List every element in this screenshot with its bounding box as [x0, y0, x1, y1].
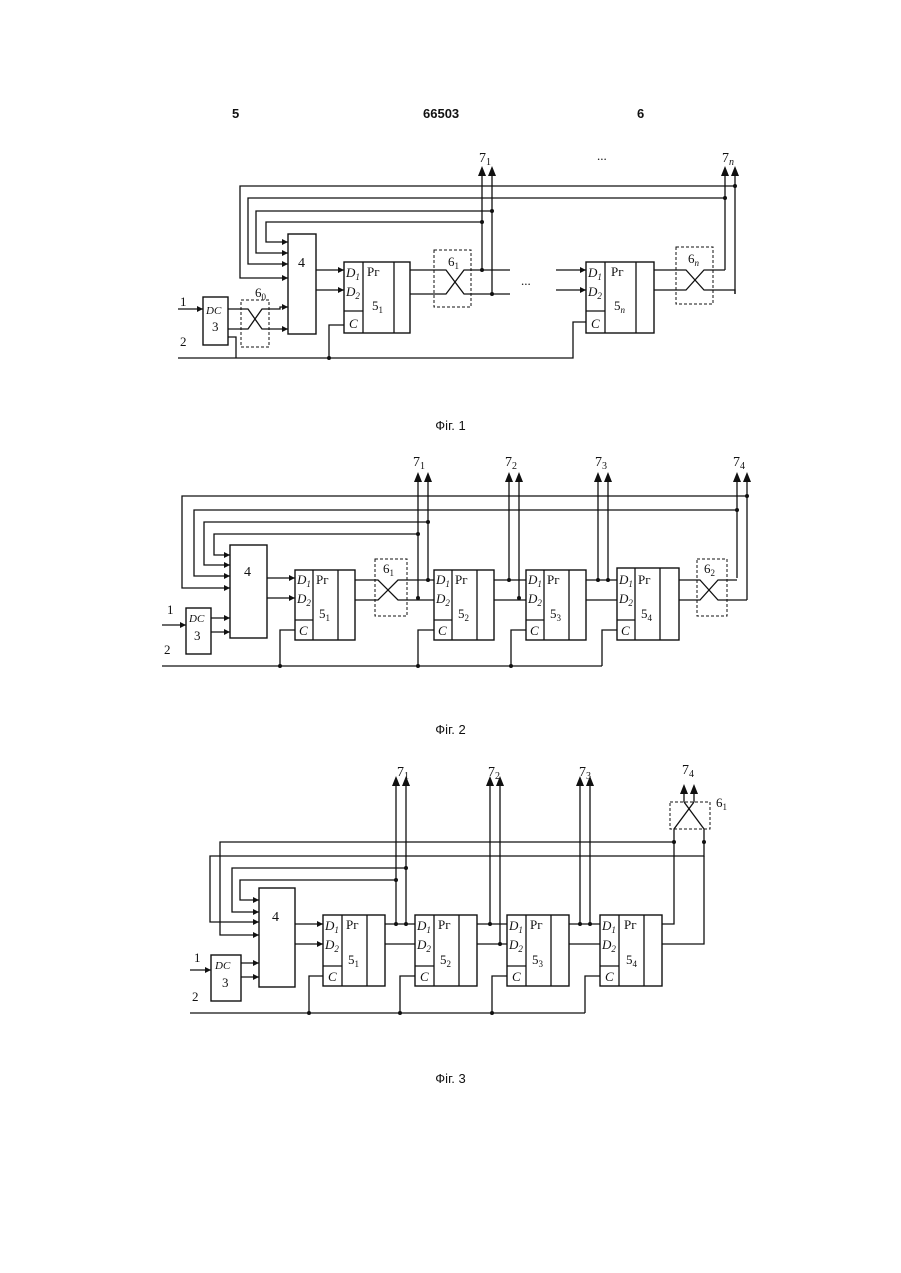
svg-text:Рг: Рг — [316, 572, 329, 587]
register-5-4: D1 D2 C Рг 54 — [600, 915, 662, 986]
decoder-number: 3 — [222, 975, 229, 990]
svg-text:C: C — [420, 969, 429, 984]
block-4-label: 4 — [272, 910, 279, 925]
output-7-1-label: 71 — [397, 765, 409, 782]
input-1-label: 1 — [194, 950, 201, 965]
block-4-label: 4 — [298, 256, 305, 271]
svg-text:Рг: Рг — [530, 917, 543, 932]
output-7-3-label: 73 — [595, 455, 607, 472]
decoder-dc-label: DC — [188, 613, 205, 625]
switch-6-2-label: 62 — [704, 561, 715, 578]
register-5-3: D1 D2 C Рг 53 — [526, 570, 586, 640]
svg-text:Рг: Рг — [624, 917, 637, 932]
figure-1-diagram: 71 ... 7n 4 DC 3 1 2 60 D1 D2 C — [0, 0, 901, 400]
decoder-number: 3 — [194, 628, 201, 643]
switch-6-n — [676, 247, 713, 304]
switch-6-n-label: 6n — [688, 251, 700, 268]
figure-2-caption: Фіг. 2 — [0, 722, 901, 737]
output-7-1-label: 71 — [413, 455, 425, 472]
register-5-n: D1 D2 C Рг 5n — [586, 262, 654, 333]
svg-text:Рг: Рг — [638, 572, 651, 587]
switch-6-0 — [241, 300, 269, 347]
register-5-2: D1 D2 C Рг 52 — [434, 570, 494, 640]
block-4 — [259, 888, 295, 987]
input-1-label: 1 — [180, 294, 187, 309]
register-5-2: D1 D2 C Рг 52 — [415, 915, 477, 986]
output-7-2-label: 72 — [488, 765, 500, 782]
svg-text:C: C — [605, 969, 614, 984]
svg-text:C: C — [328, 969, 337, 984]
figure-2-diagram: 71 72 73 74 4 DC 3 1 2 D1 D2 C Рг 51 — [0, 448, 901, 708]
svg-text:C: C — [530, 623, 539, 638]
svg-text:C: C — [512, 969, 521, 984]
input-2-label: 2 — [180, 334, 187, 349]
svg-text:Рг: Рг — [611, 264, 624, 279]
output-7-3-label: 73 — [579, 765, 591, 782]
svg-text:C: C — [349, 316, 358, 331]
figure-3-caption: Фіг. 3 — [0, 1071, 901, 1086]
output-7-n-label: 7n — [722, 151, 734, 168]
block-4 — [288, 234, 316, 334]
output-7-4-label: 74 — [733, 455, 745, 472]
switch-6-1-label: 61 — [448, 254, 459, 271]
svg-text:Рг: Рг — [346, 917, 359, 932]
figure-3-diagram: 71 72 73 74 61 4 DC 3 1 2 D1 D2 — [0, 755, 901, 1055]
svg-text:Рг: Рг — [455, 572, 468, 587]
switch-6-1-label: 61 — [716, 795, 727, 812]
svg-text:C: C — [438, 623, 447, 638]
svg-text:Рг: Рг — [367, 264, 380, 279]
svg-text:C: C — [591, 316, 600, 331]
svg-text:C: C — [621, 623, 630, 638]
ellipsis-top: ... — [597, 148, 607, 163]
svg-text:Рг: Рг — [438, 917, 451, 932]
input-2-label: 2 — [164, 642, 171, 657]
switch-6-0-label: 60 — [255, 285, 267, 302]
svg-text:C: C — [299, 623, 308, 638]
switch-6-1 — [670, 802, 710, 829]
output-7-2-label: 72 — [505, 455, 517, 472]
block-4-label: 4 — [244, 565, 251, 580]
svg-text:Рг: Рг — [547, 572, 560, 587]
decoder-dc-label: DC — [205, 305, 222, 317]
output-7-4-label: 74 — [682, 763, 694, 780]
block-4 — [230, 545, 267, 638]
decoder-dc-label: DC — [214, 960, 231, 972]
decoder-number: 3 — [212, 319, 219, 334]
input-2-label: 2 — [192, 989, 199, 1004]
input-1-label: 1 — [167, 602, 174, 617]
register-5-4: D1 D2 C Рг 54 — [617, 568, 679, 640]
register-5-3: D1 D2 C Рг 53 — [507, 915, 569, 986]
ellipsis-middle: ... — [521, 273, 531, 288]
output-7-1-label: 71 — [479, 151, 491, 168]
register-5-1: D1 D2 C Рг 51 — [344, 262, 410, 333]
figure-1-caption: Фіг. 1 — [0, 418, 901, 433]
register-5-1: D1 D2 C Рг 51 — [323, 915, 385, 986]
switch-6-1-label: 61 — [383, 561, 394, 578]
register-5-1: D1 D2 C Рг 51 — [295, 570, 355, 640]
